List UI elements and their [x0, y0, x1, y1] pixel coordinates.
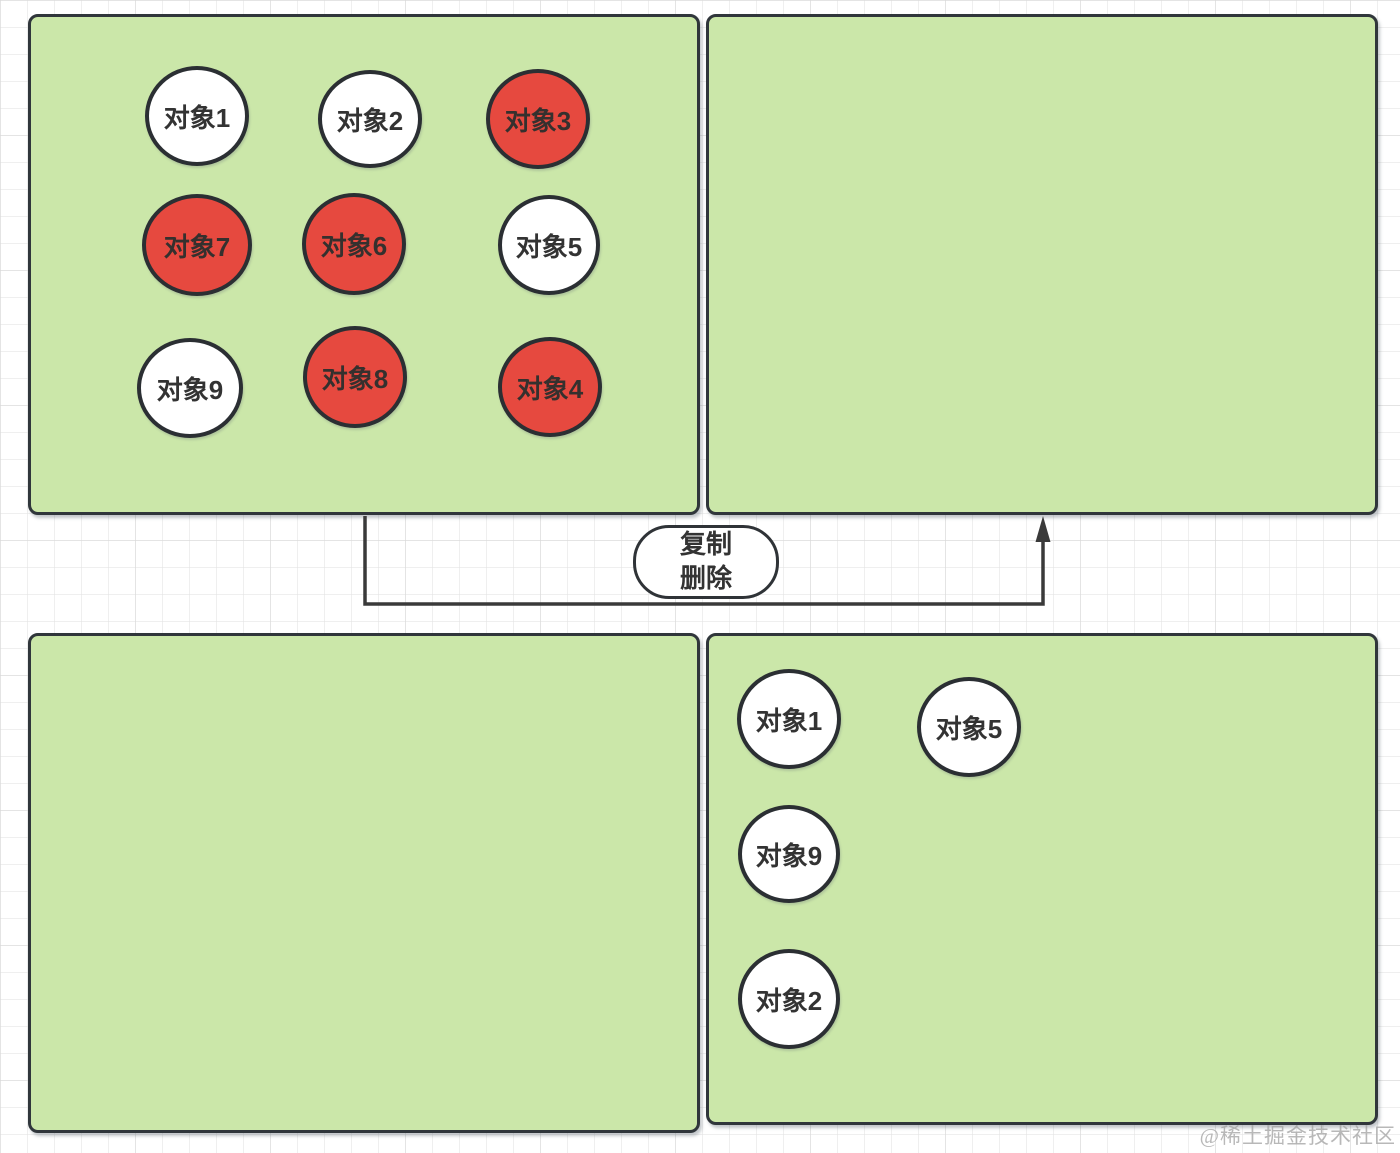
object-circle-top_left-1: 对象1	[145, 66, 249, 166]
copy-label-line: 复制	[679, 529, 732, 560]
object-circle-top_left-6: 对象5	[498, 195, 600, 295]
watermark: @稀土掘金技术社区	[1199, 1124, 1396, 1148]
object-circle-top_left-3: 对象3	[486, 69, 590, 169]
object-circle-top_left-2: 对象2	[318, 70, 422, 168]
object-circle-bottom_right-2: 对象5	[917, 677, 1021, 777]
object-circle-top_left-7: 对象9	[137, 338, 243, 438]
delete-label-line: 删除	[679, 563, 732, 593]
object-circle-bottom_right-4: 对象2	[738, 949, 840, 1049]
arrow-head-icon	[1035, 516, 1051, 542]
copy-delete-label: 复制 删除	[633, 525, 779, 599]
object-circle-top_left-9: 对象4	[498, 337, 602, 437]
region-bottom-left	[28, 633, 700, 1133]
object-circle-bottom_right-3: 对象9	[738, 805, 840, 903]
region-top-right	[706, 14, 1378, 515]
object-circle-top_left-8: 对象8	[303, 326, 407, 428]
object-circle-bottom_right-1: 对象1	[737, 669, 841, 769]
object-circle-top_left-4: 对象7	[142, 194, 252, 296]
object-circle-top_left-5: 对象6	[302, 193, 406, 295]
